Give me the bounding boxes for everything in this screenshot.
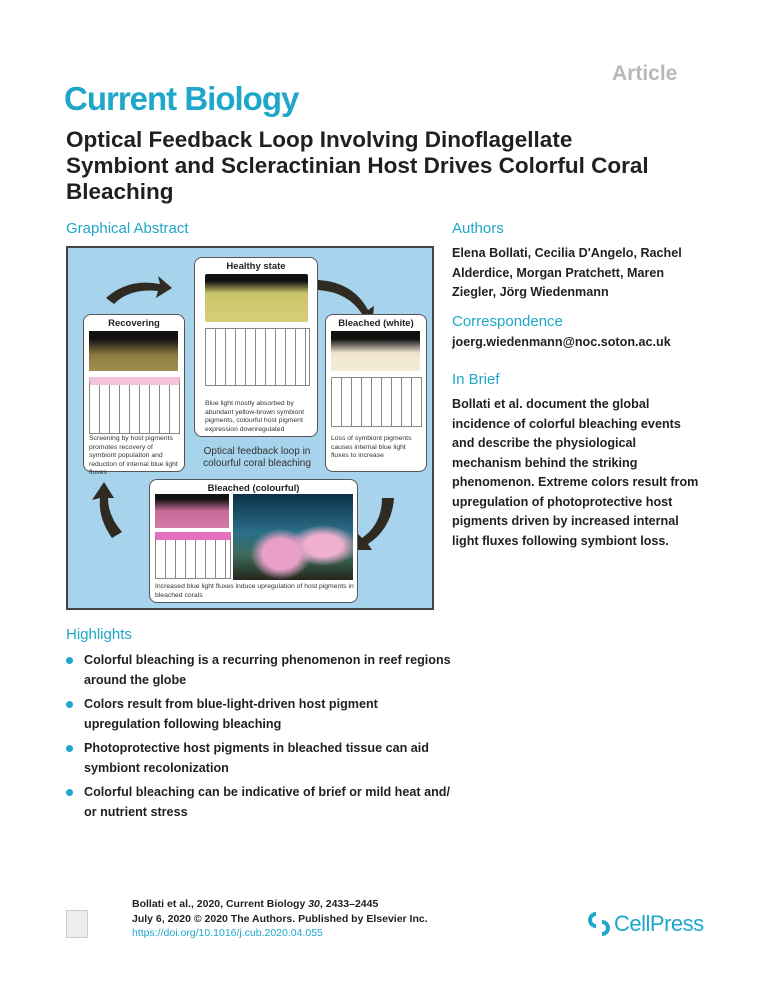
arrow-icon — [92, 482, 122, 538]
tissue-diagram — [89, 377, 180, 434]
correspondence-heading: Correspondence — [452, 313, 563, 330]
copyright-line: July 6, 2020 © 2020 The Authors. Publish… — [132, 912, 428, 925]
tissue-diagram — [331, 377, 422, 427]
citation-text: Bollati et al., 2020, Current Biology — [132, 898, 309, 910]
panel-title: Bleached (white) — [338, 318, 414, 329]
highlight-text: Colorful bleaching can be indicative of … — [84, 785, 450, 819]
panel-healthy: Healthy state Blue light mostly absorbed… — [194, 257, 318, 437]
arrow-icon — [352, 498, 394, 550]
bullet-icon — [66, 701, 73, 708]
cycle-arrows — [92, 276, 394, 550]
cellpress-logo: CellPress — [588, 911, 704, 937]
panel-recovering: Recovering Screening by host pigments pr… — [83, 314, 185, 476]
highlights-heading: Highlights — [66, 626, 132, 643]
in-brief-text: Bollati et al. document the global incid… — [452, 397, 699, 548]
tissue-diagram — [155, 532, 231, 579]
in-brief-heading: In Brief — [452, 371, 500, 388]
panel-caption: Increased blue light fluxes induce upreg… — [155, 583, 354, 599]
coral-photo — [89, 331, 178, 371]
tissue-diagram — [205, 328, 310, 386]
panel-caption: Loss of symbiont pigments causes interna… — [331, 435, 412, 459]
arrow-icon — [318, 280, 374, 326]
pages: , 2433–2445 — [319, 898, 379, 910]
panel-title: Bleached (colourful) — [207, 483, 300, 494]
citation-footer: Bollati et al., 2020, Current Biology 30… — [132, 897, 428, 941]
reef-photo — [233, 494, 353, 580]
cellpress-icon — [588, 912, 610, 936]
panel-caption: Blue light mostly absorbed by abundant y… — [205, 400, 304, 433]
panel-title: Recovering — [108, 318, 160, 329]
arrow-icon — [106, 276, 172, 304]
bullet-icon — [66, 657, 73, 664]
journal-name: Current Biology — [64, 80, 299, 117]
highlight-item: Photoprotective host pigments in bleache… — [66, 739, 466, 778]
panel-caption: Screening by host pigments promotes reco… — [89, 435, 178, 476]
coral-photo — [205, 274, 308, 322]
check-for-updates-icon[interactable] — [66, 910, 88, 938]
bullet-icon — [66, 745, 73, 752]
panel-title: Healthy state — [226, 261, 286, 272]
panel-bleached-white: Bleached (white) Loss of symbiont pigmen… — [325, 314, 427, 472]
publisher-name: CellPress — [614, 911, 704, 936]
highlight-text: Photoprotective host pigments in bleache… — [84, 741, 429, 775]
center-caption: Optical feedback loop in colourful coral… — [203, 446, 311, 469]
highlight-text: Colorful bleaching is a recurring phenom… — [84, 653, 451, 687]
article-title: Optical Feedback Loop Involving Dinoflag… — [66, 127, 649, 204]
highlight-text: Colors result from blue-light-driven hos… — [84, 697, 378, 731]
highlight-item: Colorful bleaching can be indicative of … — [66, 783, 466, 822]
correspondence-email[interactable]: joerg.wiedenmann@noc.soton.ac.uk — [452, 335, 671, 349]
author-list: Elena Bollati, Cecilia D'Angelo, Rachel … — [452, 246, 682, 299]
coral-photo — [331, 331, 420, 371]
bullet-icon — [66, 789, 73, 796]
highlight-item: Colors result from blue-light-driven hos… — [66, 695, 396, 734]
graphical-abstract-heading: Graphical Abstract — [66, 220, 189, 237]
highlight-item: Colorful bleaching is a recurring phenom… — [66, 651, 466, 690]
graphical-abstract-figure: Healthy state Blue light mostly absorbed… — [66, 246, 434, 610]
coral-photo — [155, 494, 229, 528]
doi-link[interactable]: https://doi.org/10.1016/j.cub.2020.04.05… — [132, 927, 323, 939]
article-type-label: Article — [612, 62, 678, 85]
citation-line: Bollati et al., 2020, Current Biology 30… — [132, 897, 428, 912]
panel-bleached-colourful: Bleached (colourful) Increased blue ligh… — [149, 479, 358, 603]
volume: 30 — [308, 898, 320, 910]
authors-heading: Authors — [452, 220, 504, 237]
